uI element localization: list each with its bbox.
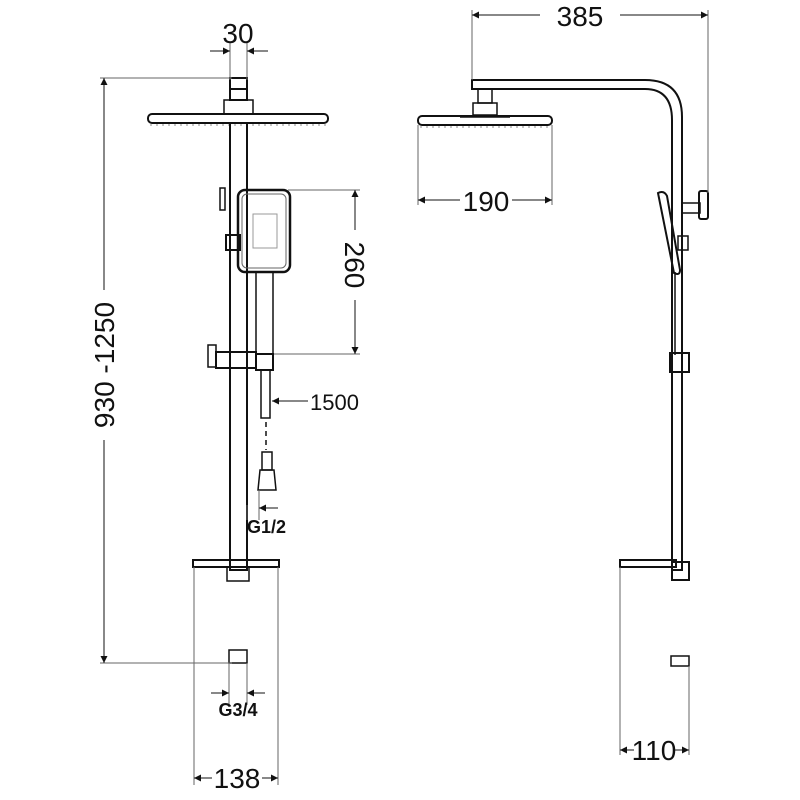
- dim-hand-shower-height: 260: [339, 242, 370, 289]
- hose-bottom: [261, 451, 273, 471]
- inlet-connector: [228, 649, 248, 664]
- dim-wall-distance: 110: [632, 735, 677, 766]
- side-view: [417, 10, 709, 755]
- riser-pipe: [229, 122, 248, 571]
- dim-hose-length: 1500: [310, 390, 359, 415]
- front-view: [100, 42, 360, 785]
- shelf: [192, 559, 280, 568]
- hose-top: [260, 369, 271, 419]
- slider-diverter: [215, 351, 257, 369]
- rain-shower-head: [147, 113, 329, 124]
- dim-top-connector: 30: [222, 18, 253, 49]
- hand-shower-head: [236, 188, 292, 274]
- dim-hose-thread: G1/2: [247, 517, 286, 537]
- diverter-knob: [698, 190, 709, 220]
- dim-base-width: 138: [214, 763, 261, 794]
- dim-head-diameter: 190: [463, 186, 510, 217]
- shower-arm: [471, 79, 683, 571]
- hand-shower-handle: [255, 271, 274, 355]
- dim-inlet-thread: G3/4: [218, 700, 257, 720]
- dim-arm-reach: 385: [557, 1, 604, 32]
- side-hand-shower: [656, 191, 682, 275]
- dim-total-height: 930 -1250: [89, 302, 120, 428]
- side-rain-head: [417, 115, 553, 126]
- side-shelf: [619, 559, 677, 568]
